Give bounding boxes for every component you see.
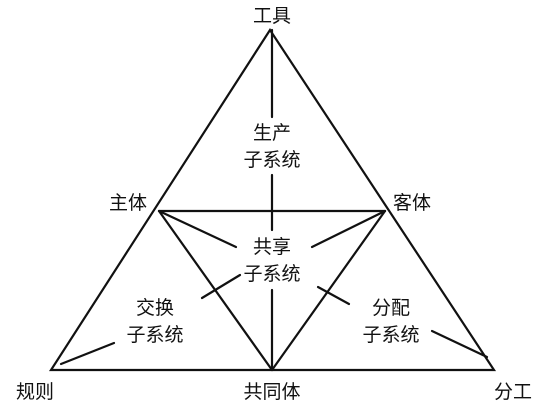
subject-label: 主体	[109, 192, 147, 214]
object-sharing-line	[310, 209, 387, 249]
production-subsystem-line2: 子系统	[243, 149, 300, 171]
object-label: 客体	[393, 192, 431, 214]
object-community-line	[270, 209, 387, 372]
division-distribution-line	[430, 329, 489, 359]
sharing-subsystem-line1: 共享	[253, 236, 291, 258]
production-subsystem-line1: 生产	[253, 122, 291, 144]
rules-label: 规则	[16, 381, 54, 403]
division-label: 分工	[494, 381, 532, 403]
exchange-subsystem-line1: 交换	[136, 297, 174, 319]
community-label: 共同体	[243, 381, 300, 403]
rules-exchange-line	[59, 341, 116, 366]
exchange-subsystem-line2: 子系统	[126, 324, 183, 346]
sharing-subsystem-line2: 子系统	[243, 263, 300, 285]
sharing-distribution-line	[316, 285, 351, 306]
tool-label: 工具	[253, 5, 291, 27]
distribution-subsystem-line1: 分配	[372, 297, 410, 319]
sharing-exchange-line	[200, 273, 242, 300]
subject-sharing-line	[157, 209, 238, 249]
distribution-subsystem-line2: 子系统	[362, 324, 419, 346]
